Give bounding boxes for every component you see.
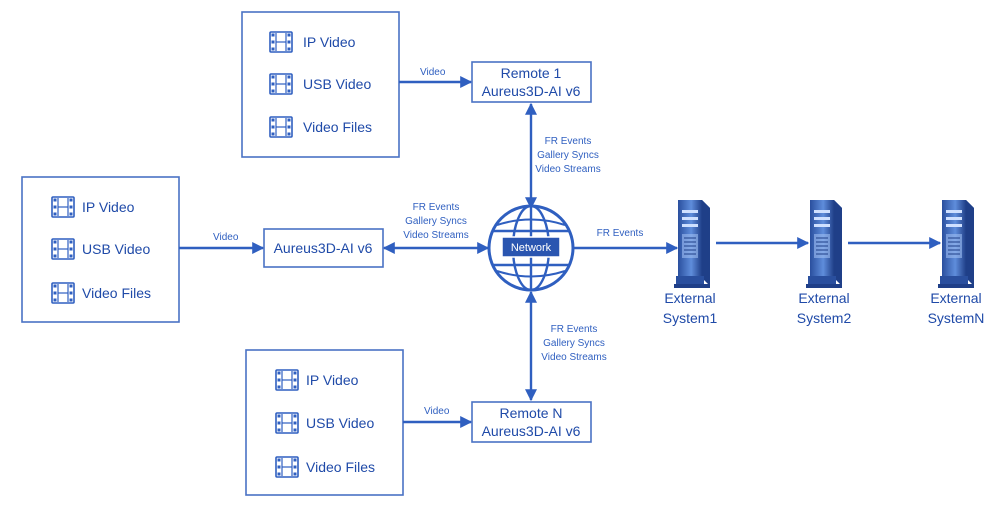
film-strip-icon bbox=[269, 31, 293, 53]
film-strip-icon bbox=[275, 412, 299, 434]
edge-label: FR Events bbox=[551, 324, 598, 335]
source-item: USB Video bbox=[303, 76, 371, 92]
edge-label: Video Streams bbox=[403, 230, 468, 241]
server-tower-icon bbox=[673, 199, 711, 289]
external-label: External bbox=[798, 290, 849, 306]
external-label: External bbox=[664, 290, 715, 306]
node-label: Aureus3D-AI v6 bbox=[274, 240, 373, 256]
source-item: IP Video bbox=[82, 199, 135, 215]
node-remoteN: Remote N Aureus3D-AI v6 bbox=[471, 401, 592, 443]
node-main: Aureus3D-AI v6 bbox=[263, 228, 384, 268]
node-remote1: Remote 1 Aureus3D-AI v6 bbox=[471, 61, 592, 103]
external-system-n: External SystemN bbox=[928, 199, 985, 326]
edge-label: Video Streams bbox=[535, 164, 600, 175]
source-box-top: IP Video USB Video Video Files bbox=[241, 11, 400, 158]
edge-label: FR Events bbox=[545, 136, 592, 147]
edge-label: Video Streams bbox=[541, 352, 606, 363]
source-item: IP Video bbox=[303, 34, 356, 50]
edge-label: Video bbox=[424, 406, 450, 417]
edge-label: Video bbox=[420, 67, 446, 78]
source-item: IP Video bbox=[306, 372, 359, 388]
server-tower-icon bbox=[937, 199, 975, 289]
edge-label: Gallery Syncs bbox=[537, 150, 599, 161]
edge-label: Gallery Syncs bbox=[405, 216, 467, 227]
film-strip-icon bbox=[51, 196, 75, 218]
globe-icon: Network bbox=[487, 204, 575, 292]
film-strip-icon bbox=[275, 369, 299, 391]
source-item: USB Video bbox=[306, 415, 374, 431]
film-strip-icon bbox=[269, 116, 293, 138]
external-label: SystemN bbox=[928, 310, 985, 326]
server-tower-icon bbox=[805, 199, 843, 289]
external-label: System1 bbox=[663, 310, 718, 326]
source-item: Video Files bbox=[303, 119, 372, 135]
external-label: External bbox=[930, 290, 981, 306]
film-strip-icon bbox=[269, 73, 293, 95]
edge-label: Video bbox=[213, 232, 239, 243]
node-label: Aureus3D-AI v6 bbox=[482, 423, 581, 439]
film-strip-icon bbox=[51, 282, 75, 304]
node-label: Remote 1 bbox=[501, 65, 562, 81]
source-box-middle: IP Video USB Video Video Files bbox=[21, 176, 180, 323]
edge-label: Gallery Syncs bbox=[543, 338, 605, 349]
external-system-1: External System1 bbox=[663, 199, 718, 326]
edge-label: FR Events bbox=[413, 202, 460, 213]
external-system-2: External System2 bbox=[797, 199, 852, 326]
source-item: Video Files bbox=[82, 285, 151, 301]
source-box-bottom: IP Video USB Video Video Files bbox=[245, 349, 404, 496]
node-label: Remote N bbox=[499, 405, 562, 421]
film-strip-icon bbox=[51, 238, 75, 260]
network-label: Network bbox=[511, 242, 552, 254]
source-item: USB Video bbox=[82, 241, 150, 257]
film-strip-icon bbox=[275, 456, 299, 478]
external-label: System2 bbox=[797, 310, 852, 326]
source-item: Video Files bbox=[306, 459, 375, 475]
node-label: Aureus3D-AI v6 bbox=[482, 83, 581, 99]
edge-label: FR Events bbox=[597, 228, 644, 239]
